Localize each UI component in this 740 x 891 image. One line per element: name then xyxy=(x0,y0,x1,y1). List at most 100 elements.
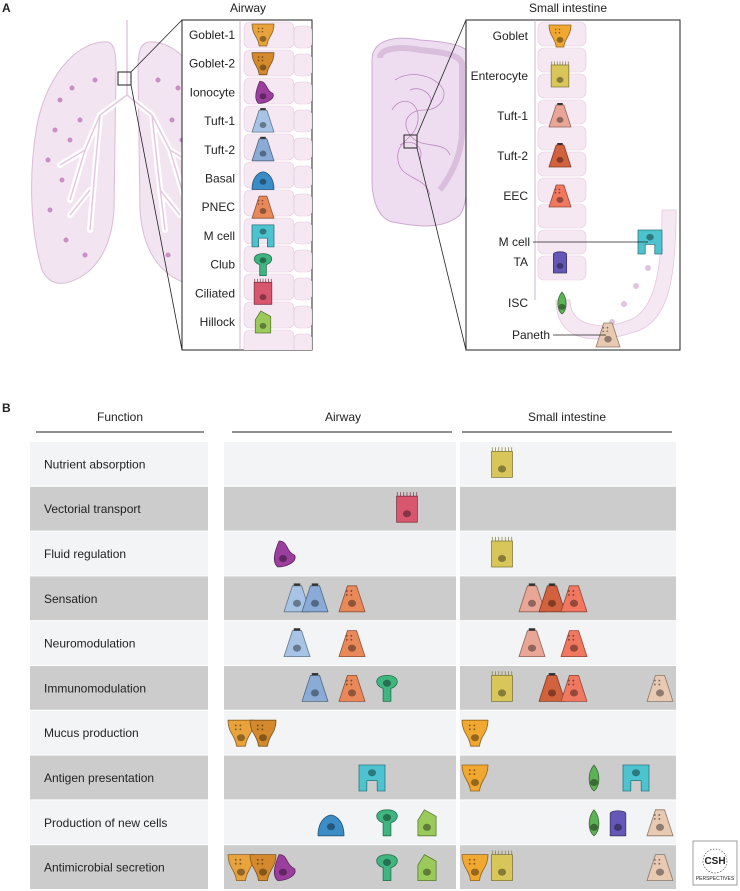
table-row-production-of-new-cells: Production of new cells xyxy=(30,800,676,845)
airway-icon-tuft-2 xyxy=(301,673,329,702)
intestine-icon-paneth xyxy=(646,675,674,702)
airway-label-ciliated: Ciliated xyxy=(195,286,235,300)
header-airway: Airway xyxy=(325,410,361,424)
airway-icon-pnec xyxy=(338,630,366,657)
airway-icon-ionocyte xyxy=(273,540,296,568)
intestine-cell-paneth xyxy=(595,322,621,348)
airway-label-hillock: Hillock xyxy=(200,315,236,329)
airway-icon-ciliated xyxy=(396,492,418,523)
intestine-label-paneth: Paneth xyxy=(512,328,550,342)
function-label: Mucus production xyxy=(44,726,139,740)
intestine-icon-paneth xyxy=(646,809,674,837)
intestine-icon-ta xyxy=(609,810,627,837)
table-row-mucus-production: Mucus production xyxy=(30,710,676,755)
table-row-sensation: Sensation xyxy=(30,576,676,621)
intestine-cell-enterocyte xyxy=(550,61,570,88)
function-label: Neuromodulation xyxy=(44,637,135,651)
intestine-icon-tuft-1 xyxy=(518,583,546,613)
airway-label-basal: Basal xyxy=(205,172,235,186)
airway-label-goblet-1: Goblet-1 xyxy=(189,28,235,42)
csh-perspectives-logo: CSH PERSPECTIVES xyxy=(692,840,738,886)
panel-a-label: A xyxy=(2,1,11,15)
airway-label-goblet-2: Goblet-2 xyxy=(189,57,235,71)
airway-icon-hillock xyxy=(417,854,437,881)
intestine-icon-isc xyxy=(588,764,600,792)
airway-icon-club xyxy=(376,675,398,702)
function-label: Sensation xyxy=(44,592,97,606)
intestine-label-eec: EEC xyxy=(503,189,528,203)
airway-icon-goblet-2 xyxy=(249,719,277,747)
airway-cell-basal xyxy=(251,171,275,190)
intestine-label-enterocyte: Enterocyte xyxy=(471,69,529,83)
airway-title: Airway xyxy=(230,1,266,15)
intestine-label-tuft-1: Tuft-1 xyxy=(497,109,528,123)
table-row-neuromodulation: Neuromodulation xyxy=(30,621,676,665)
function-label: Immunomodulation xyxy=(44,681,146,695)
intestine-icon-goblet xyxy=(461,854,489,881)
table-row-immunomodulation: Immunomodulation xyxy=(30,666,676,710)
airway-label-club: Club xyxy=(210,258,235,272)
airway-icon-tuft-1 xyxy=(283,583,311,613)
airway-icon-tuft-2 xyxy=(301,583,329,613)
airway-cell-lineup: Goblet-1Goblet-2IonocyteTuft-1Tuft-2Basa… xyxy=(189,23,275,334)
logo-text: CSH xyxy=(704,856,725,867)
function-label: Antigen presentation xyxy=(44,771,154,785)
intestine-cell-tuft-2 xyxy=(548,143,572,168)
intestine-label-isc: ISC xyxy=(508,296,528,310)
intestine-title: Small intestine xyxy=(529,1,607,15)
intestine-icon-enterocyte xyxy=(491,850,513,881)
intestine-cell-ta xyxy=(553,251,567,274)
intestine-cell-tuft-1 xyxy=(548,103,572,128)
table-row-antigen-presentation: Antigen presentation xyxy=(30,755,676,800)
intestine-icon-goblet xyxy=(461,719,489,747)
airway-cell-tuft-1 xyxy=(251,108,275,133)
airway-cell-ciliated xyxy=(253,278,273,305)
airway-label-tuft-2: Tuft-2 xyxy=(204,143,235,157)
airway-icon-goblet-1 xyxy=(227,719,255,747)
airway-cell-goblet-2 xyxy=(251,52,275,76)
intestine-icon-enterocyte xyxy=(491,671,513,702)
airway-icon-basal xyxy=(317,814,345,837)
intestine-label-goblet: Goblet xyxy=(493,29,529,43)
intestine-label-tuft-2: Tuft-2 xyxy=(497,149,528,163)
intestine-icon-m-cell xyxy=(622,764,650,792)
function-label: Vectorial transport xyxy=(44,502,141,516)
table-row-antimicrobial-secretion: Antimicrobial secretion xyxy=(30,845,676,889)
airway-cell-ionocyte xyxy=(255,81,274,104)
airway-cell-m-cell xyxy=(251,224,275,248)
airway-icon-m-cell xyxy=(358,764,386,792)
intestine-illustration xyxy=(371,19,475,351)
airway-cell-club xyxy=(253,253,273,276)
header-intestine: Small intestine xyxy=(528,410,606,424)
intestine-icon-isc xyxy=(588,809,600,837)
airway-icon-tuft-1 xyxy=(283,628,311,657)
intestine-label-m-cell: M cell xyxy=(499,235,530,249)
airway-label-m-cell: M cell xyxy=(204,229,235,243)
airway-cell-goblet-1 xyxy=(251,23,275,47)
airway-cell-hillock xyxy=(254,310,272,334)
intestine-label-ta: TA xyxy=(514,255,528,269)
airway-icon-pnec xyxy=(338,585,366,613)
airway-label-tuft-1: Tuft-1 xyxy=(204,114,235,128)
airway-icon-ionocyte xyxy=(273,854,296,881)
airway-cell-tuft-2 xyxy=(251,136,275,162)
intestine-cell-m-cell xyxy=(637,229,663,255)
function-label: Fluid regulation xyxy=(44,547,126,561)
airway-icon-pnec xyxy=(338,675,366,702)
table-row-vectorial-transport: Vectorial transport xyxy=(30,486,676,531)
function-label: Nutrient absorption xyxy=(44,457,145,471)
function-label: Production of new cells xyxy=(44,816,167,830)
table-row-fluid-regulation: Fluid regulation xyxy=(30,531,676,576)
logo-subtext: PERSPECTIVES xyxy=(696,876,735,882)
intestine-icon-enterocyte xyxy=(491,447,513,478)
intestine-icon-paneth xyxy=(646,854,674,881)
function-label: Antimicrobial secretion xyxy=(44,861,165,875)
intestine-icon-eec xyxy=(560,675,588,702)
airway-icon-club xyxy=(376,809,398,837)
airway-icon-hillock xyxy=(417,809,437,837)
intestine-icon-tuft-2 xyxy=(538,673,566,702)
table-row-nutrient-absorption: Nutrient absorption xyxy=(30,442,676,486)
intestine-cell-isc xyxy=(557,291,567,315)
